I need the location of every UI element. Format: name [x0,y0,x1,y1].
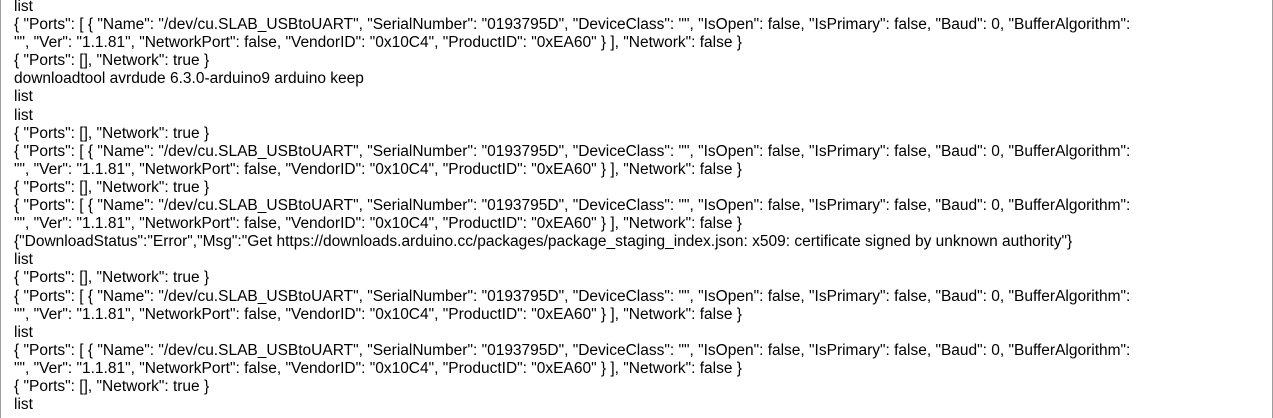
log-line: { "Ports": [ { "Name": "/dev/cu.SLAB_USB… [14,16,1131,34]
log-line: { "Ports": [], "Network": true } [14,178,210,196]
log-line: { "Ports": [], "Network": true } [14,377,210,395]
log-line: { "Ports": [], "Network": true } [14,124,210,142]
log-line: "", "Ver": "1.1.81", "NetworkPort": fals… [14,34,742,52]
log-line: "", "Ver": "1.1.81", "NetworkPort": fals… [14,215,742,233]
log-lines: list { "Ports": [ { "Name": "/dev/cu.SLA… [14,0,1259,414]
log-line: "", "Ver": "1.1.81", "NetworkPort": fals… [14,305,742,323]
log-line: list [14,88,33,106]
log-line: list [14,0,33,15]
log-line: { "Ports": [ { "Name": "/dev/cu.SLAB_USB… [14,287,1131,305]
log-line: "", "Ver": "1.1.81", "NetworkPort": fals… [14,160,742,178]
log-line: list [14,396,33,414]
log-line: { "Ports": [ { "Name": "/dev/cu.SLAB_USB… [14,142,1131,160]
log-line: { "Ports": [], "Network": true } [14,269,210,287]
log-line: "", "Ver": "1.1.81", "NetworkPort": fals… [14,359,742,377]
log-line: list [14,106,33,124]
log-line: { "Ports": [ { "Name": "/dev/cu.SLAB_USB… [14,197,1131,215]
log-line-error: {"DownloadStatus":"Error","Msg":"Get htt… [14,233,1073,251]
log-line: list [14,251,33,269]
log-line: { "Ports": [], "Network": true } [14,52,210,70]
log-line: list [14,323,33,341]
log-line: { "Ports": [ { "Name": "/dev/cu.SLAB_USB… [14,341,1131,359]
log-line: downloadtool avrdude 6.3.0-arduino9 ardu… [14,70,364,88]
